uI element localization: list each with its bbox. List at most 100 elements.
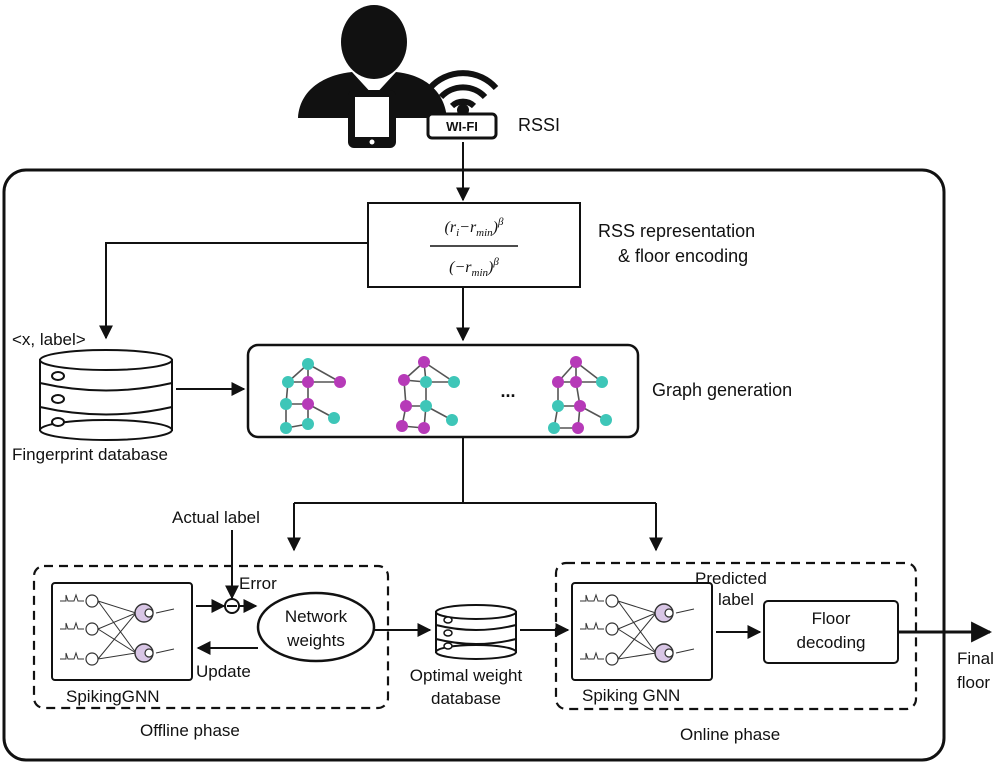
offline-model-label: SpikingGNN: [66, 687, 160, 706]
encoding-box: (ri−rmin)β (−rmin)β: [367, 202, 581, 288]
snn-input-neuron: [605, 594, 619, 608]
graph-node: [600, 414, 612, 426]
example-graph-2: [396, 356, 460, 434]
snn-connection: [97, 612, 137, 660]
snn-connection: [617, 600, 657, 654]
neuron-membrane-icon: [144, 648, 154, 658]
wifi-icon: WI-FI: [426, 70, 499, 140]
graph-node: [280, 398, 292, 410]
encoding-title-line2: & floor encoding: [618, 246, 748, 266]
online-phase-label: Online phase: [680, 725, 780, 744]
graph-node: [596, 376, 608, 388]
graph-edge: [423, 361, 455, 383]
network-weights-node: [256, 591, 376, 663]
graph-node: [572, 422, 584, 434]
encoding-title-line1: RSS representation: [598, 221, 755, 241]
snn-output-line: [155, 608, 175, 614]
snn-input-neuron: [605, 652, 619, 666]
predicted-line2: label: [718, 590, 754, 609]
update-label: Update: [196, 662, 251, 681]
weight-db-line2: database: [431, 689, 501, 708]
graph-node: [280, 422, 292, 434]
neuron-membrane-icon: [664, 648, 674, 658]
spike-train-icon: [60, 593, 84, 602]
graph-node: [420, 376, 432, 388]
tablet-icon: [348, 90, 396, 148]
online-phase-box: [554, 561, 918, 711]
snn-connection: [97, 612, 137, 630]
graph-node: [328, 412, 340, 424]
weights-line2: weights: [286, 631, 345, 650]
snn-output-line: [675, 608, 695, 614]
graph-node: [396, 420, 408, 432]
snn-output-line: [155, 648, 175, 654]
spike-train-icon: [580, 593, 604, 602]
graph-node: [398, 374, 410, 386]
snn-connection: [97, 600, 137, 614]
graph-node: [420, 400, 432, 412]
predicted-line1: Predicted: [695, 569, 767, 588]
error-label: Error: [239, 574, 277, 593]
graph-node: [302, 376, 314, 388]
snn-connection: [617, 612, 657, 630]
graph-node: [302, 358, 314, 370]
snn-input-neuron: [605, 622, 619, 636]
system-boundary: [2, 168, 946, 762]
spiking-gnn-online-icon: [571, 582, 713, 681]
example-graph-1: [280, 358, 346, 434]
output-line2: floor: [957, 673, 990, 692]
decoding-line1: Floor: [812, 609, 851, 628]
spike-train-icon: [580, 651, 604, 660]
graph-node: [446, 414, 458, 426]
weights-line1: Network: [285, 607, 348, 626]
weight-database-icon: [435, 604, 517, 660]
graph-node: [302, 398, 314, 410]
database-tag: <x, label>: [12, 330, 86, 349]
spike-train-icon: [580, 621, 604, 630]
graph-node: [574, 400, 586, 412]
decoding-line2: decoding: [796, 633, 865, 652]
snn-output-line: [675, 648, 695, 654]
graph-node: [448, 376, 460, 388]
spike-train-icon: [60, 651, 84, 660]
rssi-label: RSSI: [518, 115, 560, 135]
graph-node: [570, 376, 582, 388]
graph-label: Graph generation: [652, 380, 792, 400]
formula-denominator: (−rmin)β: [449, 256, 499, 279]
snn-connection: [97, 652, 137, 660]
graph-node: [418, 422, 430, 434]
snn-input-neuron: [85, 594, 99, 608]
snn-connection: [97, 628, 137, 654]
graph-node: [334, 376, 346, 388]
actual-label: Actual label: [172, 508, 260, 527]
fingerprint-database-icon: [39, 349, 173, 441]
graph-node: [552, 376, 564, 388]
weight-db-line1: Optimal weight: [410, 666, 523, 685]
offline-phase-label: Offline phase: [140, 721, 240, 740]
graph-node: [302, 418, 314, 430]
snn-connection: [617, 600, 657, 614]
snn-input-neuron: [85, 622, 99, 636]
graph-generation-box: [246, 343, 640, 439]
snn-connection: [617, 628, 657, 654]
graph-node: [570, 356, 582, 368]
offline-phase-box: [32, 564, 390, 710]
graph-ellipsis: ...: [500, 381, 515, 401]
error-summation-node: [224, 598, 240, 614]
snn-connection: [617, 612, 657, 660]
spiking-gnn-offline-icon: [51, 582, 193, 681]
neuron-membrane-icon: [664, 608, 674, 618]
spike-train-icon: [60, 621, 84, 630]
neuron-membrane-icon: [144, 608, 154, 618]
online-model-label: Spiking GNN: [582, 686, 680, 705]
database-label: Fingerprint database: [12, 445, 168, 464]
graph-edge: [307, 363, 341, 383]
graph-node: [400, 400, 412, 412]
snn-connection: [97, 600, 137, 654]
graph-samples: [280, 356, 612, 434]
graph-node: [418, 356, 430, 368]
graph-node: [548, 422, 560, 434]
output-line1: Final: [957, 649, 994, 668]
snn-connection: [617, 652, 657, 660]
